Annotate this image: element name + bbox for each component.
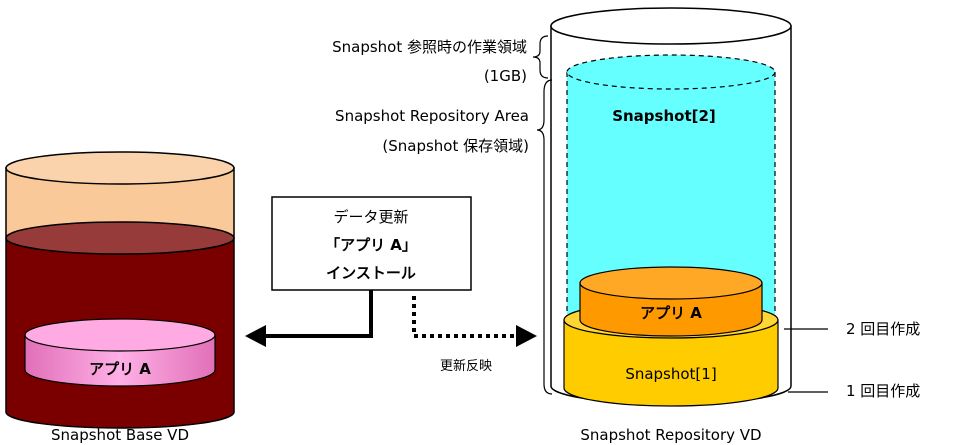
base-vd-caption: Snapshot Base VD (51, 426, 189, 444)
update-box-line2: 「アプリ A」 (325, 236, 417, 254)
update-box (271, 196, 472, 291)
repo-area-brace (536, 79, 553, 395)
base-vd-cylinder (5, 151, 235, 429)
second-marker-label: 2 回目作成 (846, 320, 920, 338)
repo-vd-cylinder (550, 7, 792, 407)
repo-app-disk (579, 266, 763, 337)
update-box-line1: データ更新 (333, 208, 408, 226)
work-area-label-1: Snapshot 参照時の作業領域 (332, 38, 527, 56)
base-app-disk (24, 318, 216, 387)
write-arrow (245, 290, 373, 347)
snapshot1-label: Snapshot[1] (625, 365, 716, 383)
snapshot2-label: Snapshot[2] (612, 107, 716, 125)
reflect-arrow (412, 296, 537, 347)
first-marker-label: 1 回目作成 (846, 382, 920, 400)
repo-area-cylinder (566, 54, 776, 318)
repo-vd-caption: Snapshot Repository VD (580, 426, 761, 444)
reflect-label: 更新反映 (440, 358, 492, 374)
work-area-brace (532, 35, 549, 79)
repo-area-label-1: Snapshot Repository Area (335, 107, 529, 125)
update-box-line3: インストール (326, 264, 416, 282)
work-area-label-2: (1GB) (484, 67, 527, 85)
base-app-label: アプリ A (89, 360, 151, 378)
repo-area-label-2: (Snapshot 保存領域) (382, 137, 529, 155)
repo-app-label: アプリ A (640, 304, 702, 322)
